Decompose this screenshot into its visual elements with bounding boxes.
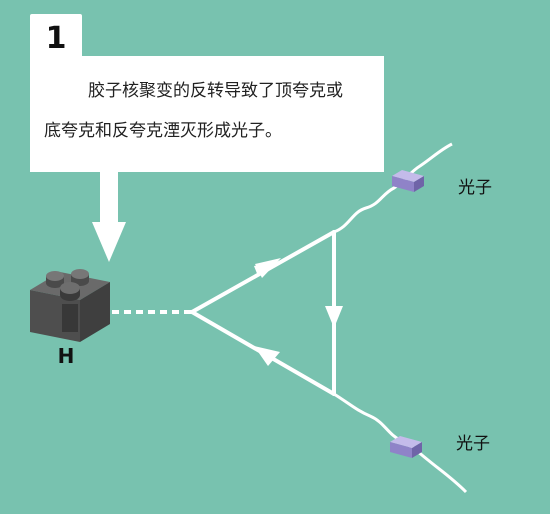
higgs-label: H — [57, 344, 75, 368]
panel-number: 1 — [45, 21, 67, 56]
loop-arrow-upper-head — [255, 258, 281, 278]
loop-arrow-lower — [254, 346, 280, 366]
lego-brick-icon — [30, 269, 110, 342]
photon-top-wave — [333, 142, 453, 234]
quark-loop — [190, 230, 336, 396]
photon-block-icon — [392, 170, 424, 192]
caption-line-1: 胶子核聚变的反转导致了顶夸克或 — [88, 81, 343, 101]
caption-box: 胶子核聚变的反转导致了顶夸克或 底夸克和反夸克湮灭形成光子。 — [30, 56, 384, 172]
photon-bottom-label: 光子 — [456, 434, 490, 454]
photon-block-icon — [390, 436, 422, 458]
loop-arrow-right — [325, 306, 343, 328]
panel-number-box: 1 — [30, 14, 82, 62]
photon-top-label: 光子 — [458, 178, 492, 198]
caption-line-2: 底夸克和反夸克湮灭形成光子。 — [44, 121, 282, 141]
down-arrow-icon — [92, 170, 126, 262]
